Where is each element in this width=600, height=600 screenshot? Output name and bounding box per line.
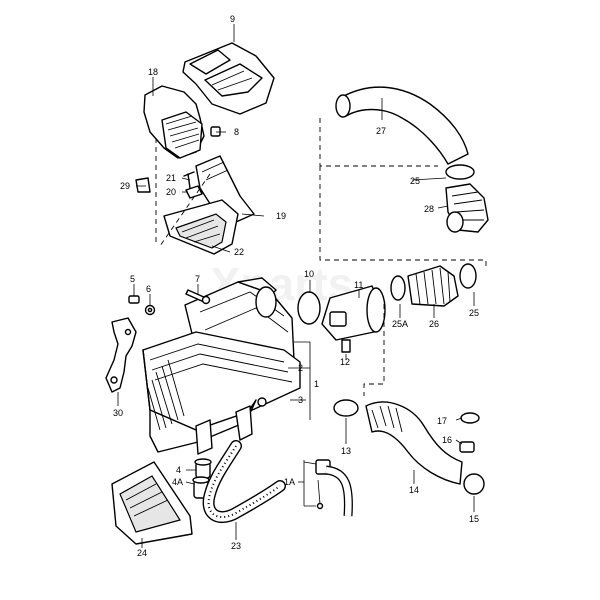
callout-2: 2	[298, 363, 303, 373]
callout-21: 21	[166, 173, 176, 183]
callout-3: 3	[298, 395, 303, 405]
callout-6: 6	[146, 284, 151, 294]
callout-10: 10	[304, 269, 314, 279]
callout-27: 27	[376, 126, 386, 136]
callout-25-lower: 25	[469, 308, 479, 318]
inlet-scoop	[111, 461, 193, 545]
callout-9: 9	[230, 14, 235, 24]
callout-22: 22	[234, 247, 244, 257]
upper-air-duct	[182, 42, 275, 115]
callout-4: 4	[176, 465, 181, 475]
callout-leaders	[117, 24, 475, 548]
callout-labels: 9 18 8 21 20 29 19 22 5 6 7 10 11 12 1 2…	[113, 14, 479, 558]
callout-23: 23	[231, 541, 241, 551]
callout-8: 8	[234, 127, 239, 137]
callout-30: 30	[113, 408, 123, 418]
intake-bellows	[390, 263, 477, 307]
callout-20: 20	[166, 187, 176, 197]
callout-29: 29	[120, 181, 130, 191]
connecting-duct	[163, 155, 255, 255]
callout-1: 1	[314, 379, 319, 389]
callout-17: 17	[437, 416, 447, 426]
callout-5: 5	[130, 274, 135, 284]
callout-19: 19	[276, 211, 286, 221]
lower-intake-hose	[333, 399, 485, 495]
callout-4a: 4A	[172, 477, 183, 487]
fasteners	[128, 126, 351, 353]
callout-7: 7	[195, 274, 200, 284]
air-mass-meter	[255, 285, 386, 341]
intake-tube	[335, 86, 489, 233]
mounting-bracket	[105, 317, 137, 393]
callout-13: 13	[341, 446, 351, 456]
breather-pipe	[315, 459, 353, 517]
callout-14: 14	[409, 485, 419, 495]
callout-25-upper: 25	[410, 176, 420, 186]
callout-15: 15	[469, 514, 479, 524]
callout-11: 11	[354, 280, 363, 290]
callout-28: 28	[424, 204, 434, 214]
callout-12: 12	[340, 357, 350, 367]
grommets	[192, 458, 212, 499]
callout-26: 26	[429, 319, 439, 329]
callout-16: 16	[442, 435, 452, 445]
routing-lines	[155, 118, 487, 396]
callout-1a: 1A	[284, 477, 295, 487]
callout-18: 18	[148, 67, 158, 77]
callout-25a: 25A	[392, 319, 408, 329]
vacuum-hose	[202, 440, 286, 524]
callout-24: 24	[137, 548, 147, 558]
air-filter-housing	[142, 277, 301, 455]
intake-snorkel	[143, 85, 205, 159]
